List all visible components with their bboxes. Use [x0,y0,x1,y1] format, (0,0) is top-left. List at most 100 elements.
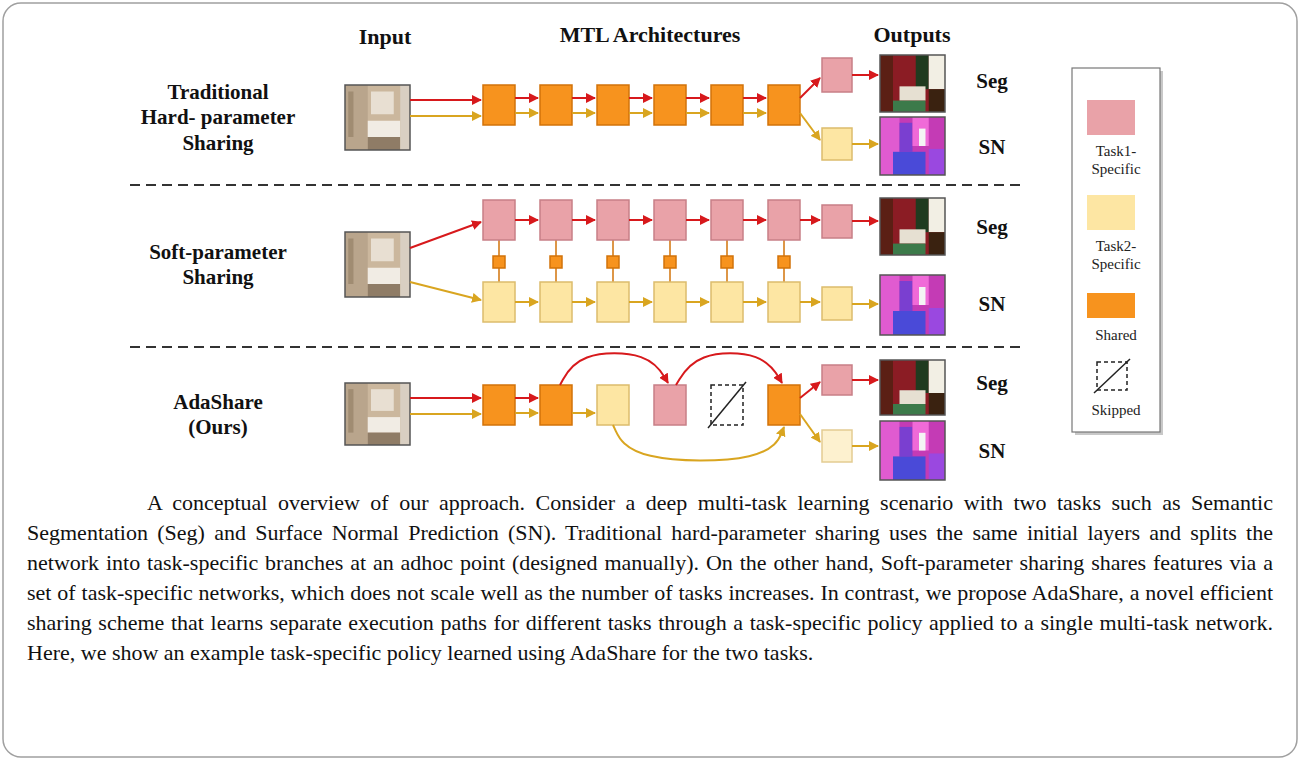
task2-path-arrow [572,301,595,303]
task2-block [822,430,852,462]
task2-path-arrow [852,303,878,305]
task2-block [483,282,515,322]
output-label: SN [962,135,1022,160]
shared-block [540,385,572,425]
shared-block [711,85,743,125]
task2-path-arrow [852,445,878,447]
legend-text: Shared [1075,326,1157,344]
task2-path-arrow [515,301,538,303]
task2-path-arrow [743,301,766,303]
segmentation-output [880,198,945,255]
task1-path-arrow [410,222,481,248]
shared-block [597,85,629,125]
task1-path-arrow [852,379,878,381]
task2-path-arrow [800,301,820,303]
task2-path-arrow [686,112,709,114]
legend-swatch [1087,100,1135,135]
task2-path-arrow [852,143,878,145]
task1-block [483,200,515,240]
task1-path-arrow [800,78,820,98]
legend-text: Skipped [1075,401,1157,419]
task2-block [768,282,800,322]
column-heading: MTL Architectures [520,22,780,48]
task2-path-arrow [515,112,538,114]
task1-path-arrow [410,397,481,399]
shared-block [768,385,800,425]
task1-block [711,200,743,240]
shared-block [607,256,619,268]
surface-normal-output [880,117,945,175]
task1-path-arrow [800,382,820,398]
input-image [345,85,410,150]
figure-caption: A conceptual overview of our approach. C… [27,488,1273,668]
task1-path-arrow [515,219,538,221]
segmentation-output [880,55,945,112]
row-label: Traditional Hard- parameter Sharing [139,80,298,156]
task1-block [597,200,629,240]
column-heading: Input [325,24,445,50]
input-image [345,232,410,297]
task2-block [711,282,743,322]
task1-path-arrow [743,219,766,221]
shared-block [550,256,562,268]
task2-block [654,282,686,322]
figure-frame [3,3,1297,757]
legend-swatch [1087,195,1135,230]
legend-swatch [1087,293,1135,318]
skipped-block [1094,359,1130,393]
task1-path-arrow [560,353,668,385]
task1-path-arrow [515,97,538,99]
task2-path-arrow [515,412,538,414]
task1-block [540,200,572,240]
output-label: Seg [962,69,1022,94]
shared-block [654,85,686,125]
task2-block [597,282,629,322]
task1-path-arrow [852,74,878,76]
surface-normal-output [880,275,945,335]
column-heading: Outputs [852,22,972,48]
task1-path-arrow [800,219,820,221]
task1-block [822,205,852,238]
task2-path-arrow [572,112,595,114]
task2-path-arrow [613,425,784,461]
task1-block [654,385,686,425]
task2-path-arrow [800,414,820,442]
task2-path-arrow [410,115,481,117]
row-separator [130,184,1025,186]
task2-path-arrow [629,112,652,114]
task2-path-arrow [800,113,820,140]
legend-frame [1072,68,1160,432]
input-image [345,383,410,445]
legend-text: Task1-Specific [1075,142,1157,178]
task1-block [822,58,852,92]
task1-path-arrow [410,99,481,101]
segmentation-output [880,360,945,415]
output-label: Seg [962,371,1022,396]
task1-block [654,200,686,240]
task1-block [822,365,852,395]
shared-block [768,85,800,125]
shared-block [483,385,515,425]
task2-path-arrow [572,412,595,414]
task1-path-arrow [572,219,595,221]
surface-normal-output [880,421,945,480]
task1-path-arrow [572,97,595,99]
task2-block [540,282,572,322]
output-label: SN [962,439,1022,464]
row-separator [130,346,1025,348]
task2-block [822,128,852,160]
shared-block [540,85,572,125]
task2-path-arrow [743,112,766,114]
shared-block [664,256,676,268]
task1-path-arrow [676,353,782,385]
task1-block [768,200,800,240]
output-label: Seg [962,215,1022,240]
row-label: Soft-parameter Sharing [139,240,298,290]
task1-path-arrow [743,97,766,99]
output-label: SN [962,292,1022,317]
skipped-block [708,382,746,428]
task1-path-arrow [515,397,538,399]
task2-path-arrow [629,301,652,303]
task1-path-arrow [629,97,652,99]
